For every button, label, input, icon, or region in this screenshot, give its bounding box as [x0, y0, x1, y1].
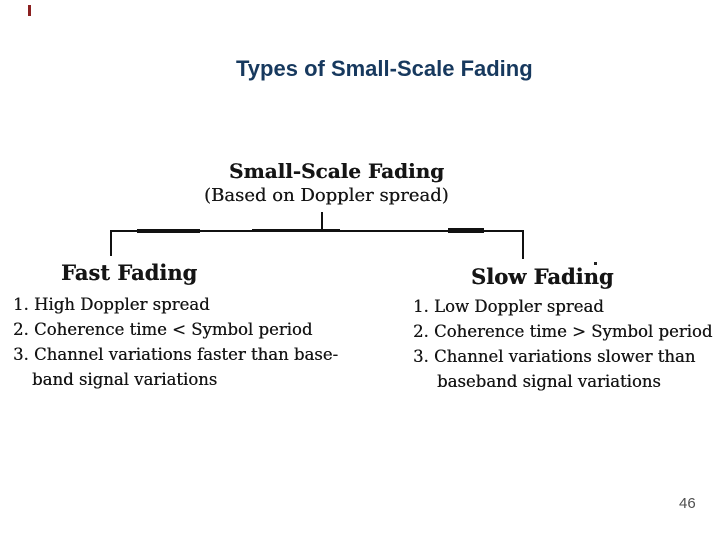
list-item: 2. Coherence time > Symbol period: [413, 322, 713, 341]
tree-stem-line: [321, 212, 323, 231]
scan-artifact-dot: [594, 262, 597, 265]
list-item: 1. Low Doppler spread: [413, 297, 604, 316]
list-item-continuation: band signal variations: [32, 370, 218, 389]
tree-root-heading: Small-Scale Fading: [229, 159, 445, 183]
list-item: 3. Channel variations slower than: [413, 347, 696, 366]
list-item: 2. Coherence time < Symbol period: [13, 320, 313, 339]
list-item: 3. Channel variations faster than base-: [13, 345, 339, 364]
tree-right-branch-line: [522, 230, 524, 259]
fast-fading-heading: Fast Fading: [61, 260, 198, 285]
slow-fading-list: 1. Low Doppler spread 2. Coherence time …: [413, 294, 712, 394]
tree-left-branch-line: [110, 230, 112, 256]
tree-line-thick-segment: [137, 229, 200, 233]
tree-line-thick-segment: [252, 229, 340, 232]
list-item: 1. High Doppler spread: [13, 295, 210, 314]
list-item-continuation: baseband signal variations: [437, 372, 661, 391]
page-number: 46: [679, 495, 696, 512]
tree-root-subheading: (Based on Doppler spread): [204, 185, 449, 206]
tree-line-thick-segment: [448, 228, 484, 233]
accent-mark: [28, 5, 31, 16]
fast-fading-list: 1. High Doppler spread 2. Coherence time…: [13, 292, 338, 392]
slow-fading-heading: Slow Fading: [471, 264, 614, 289]
slide-title: Types of Small-Scale Fading: [236, 56, 533, 81]
